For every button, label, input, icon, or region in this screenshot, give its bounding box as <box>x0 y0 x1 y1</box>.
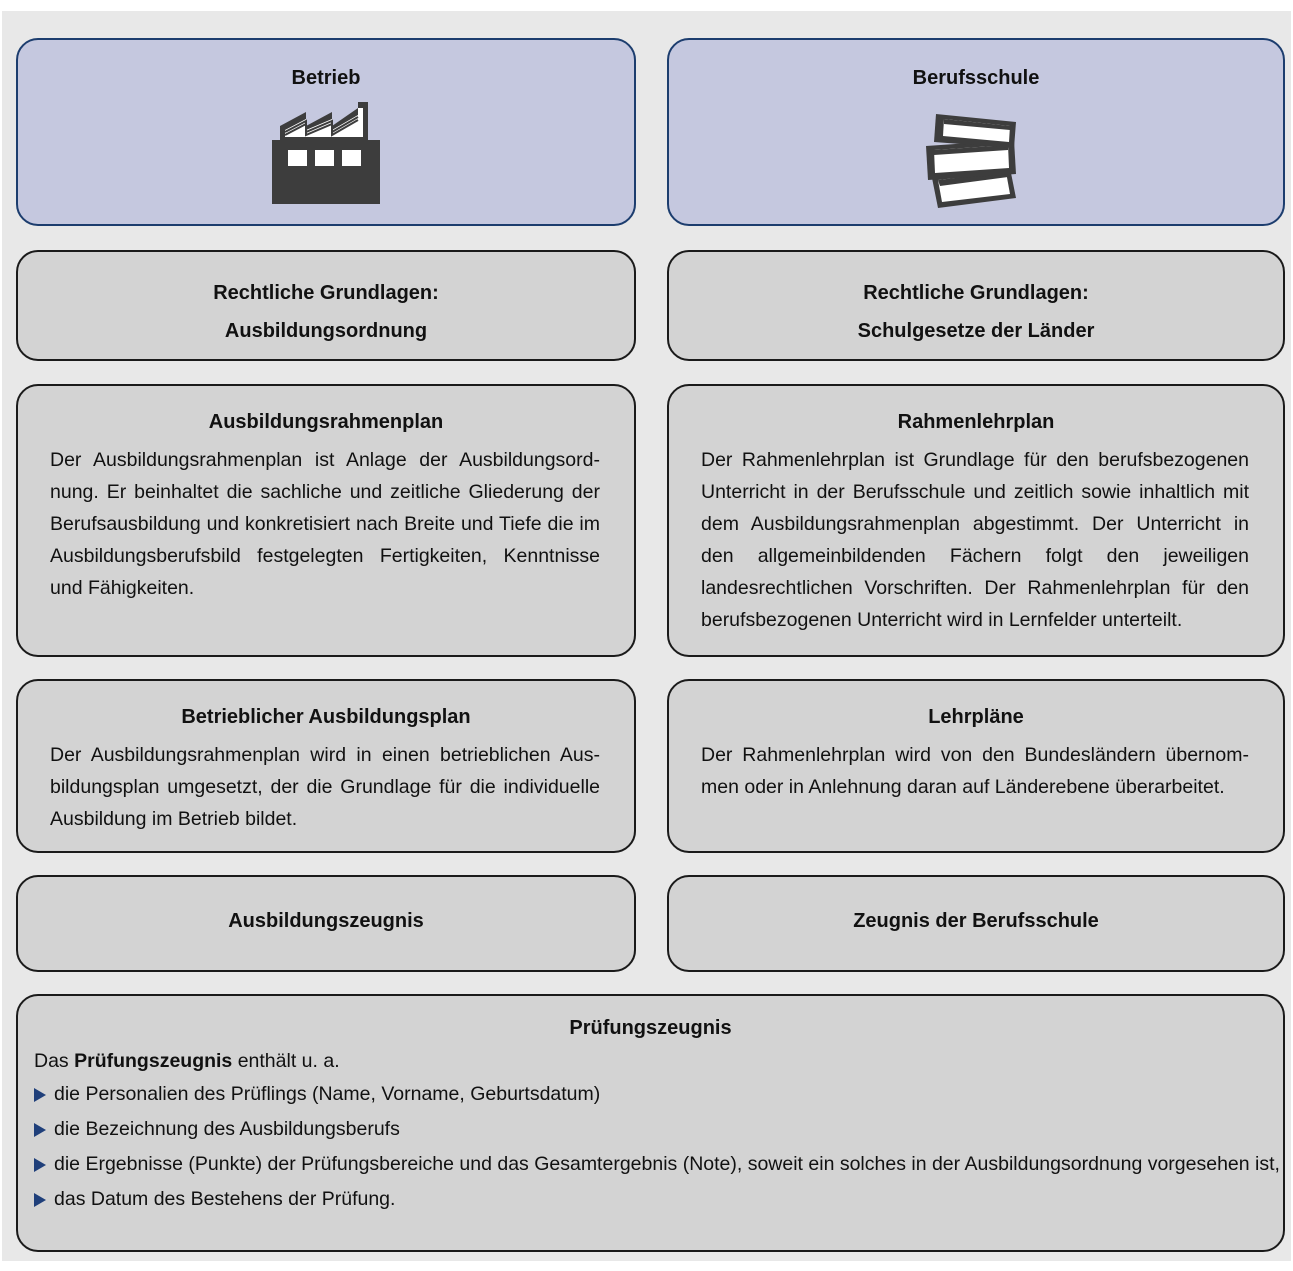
box-title: Lehrpläne <box>928 706 1024 728</box>
box-zeugnis-berufsschule: Zeugnis der Berufsschule <box>667 875 1285 972</box>
legal-basis-betrieb: Rechtliche Grundlagen: Ausbildungsordnun… <box>16 250 636 361</box>
legal-basis-value: Ausbildungsordnung <box>224 320 428 342</box>
list-item: die Personalien des Prüflings (Name, Vor… <box>34 1077 1283 1112</box>
factory-icon <box>272 102 380 204</box>
box-lehrplaene: Lehrpläne Der Rahmenlehrplan wird von de… <box>667 679 1285 853</box>
header-berufsschule: Berufsschule <box>667 38 1285 226</box>
list-item: die Ergebnisse (Punkte) der Prüfungsbere… <box>34 1147 1283 1182</box>
box-title: Rahmenlehrplan <box>897 411 1055 433</box>
box-title: Prüfungszeugnis <box>569 1017 732 1039</box>
box-betrieblicher-ausbildungsplan: Betrieblicher Ausbildungsplan Der Ausbil… <box>16 679 636 853</box>
triangle-bullet-icon <box>34 1087 46 1102</box>
legal-basis-label: Rechtliche Grundlagen: <box>863 282 1089 304</box>
exam-intro: Das Prüfungszeugnis enthält u. a. <box>34 1050 340 1072</box>
triangle-bullet-icon <box>34 1192 46 1207</box>
box-ausbildungsrahmenplan: Ausbildungsrahmenplan Der Ausbildungsrah… <box>16 384 636 657</box>
header-title: Berufsschule <box>912 67 1040 89</box>
box-text: Der Rahmenlehrplan ist Grundlage für den… <box>701 449 1249 631</box>
box-text: Der Rahmenlehrplan wird von den Bundeslä… <box>701 744 1249 798</box>
legal-basis-value: Schulgesetze der Länder <box>857 320 1095 342</box>
legal-basis-label: Rechtliche Grundlagen: <box>213 282 439 304</box>
list-item: das Datum des Bestehens der Prüfung. <box>34 1182 1283 1217</box>
header-betrieb: Betrieb <box>16 38 636 226</box>
exam-list: die Personalien des Prüflings (Name, Vor… <box>18 1077 1283 1217</box>
box-title: Ausbildungsrahmenplan <box>208 411 444 433</box>
box-text: Der Ausbildungsrahmenplan ist Anlage der… <box>50 449 600 599</box>
diagram-canvas: Betrieb Berufsschule <box>2 11 1291 1261</box>
list-item: die Bezeichnung des Ausbildungsberufs <box>34 1112 1283 1147</box>
box-pruefungszeugnis: Prüfungszeugnis Das Prüfungszeugnis enth… <box>16 994 1285 1252</box>
legal-basis-berufsschule: Rechtliche Grundlagen: Schulgesetze der … <box>667 250 1285 361</box>
box-title: Betrieblicher Ausbildungsplan <box>181 706 471 728</box>
header-title: Betrieb <box>291 67 361 89</box>
triangle-bullet-icon <box>34 1157 46 1172</box>
box-title: Zeugnis der Berufsschule <box>853 910 1099 932</box>
box-title: Ausbildungszeugnis <box>228 910 424 932</box>
box-ausbildungszeugnis: Ausbildungszeugnis <box>16 875 636 972</box>
box-rahmenlehrplan: Rahmenlehrplan Der Rahmenlehrplan ist Gr… <box>667 384 1285 657</box>
books-icon <box>926 114 1016 208</box>
box-text: Der Ausbildungsrahmenplan wird in einen … <box>50 744 600 830</box>
triangle-bullet-icon <box>34 1122 46 1137</box>
